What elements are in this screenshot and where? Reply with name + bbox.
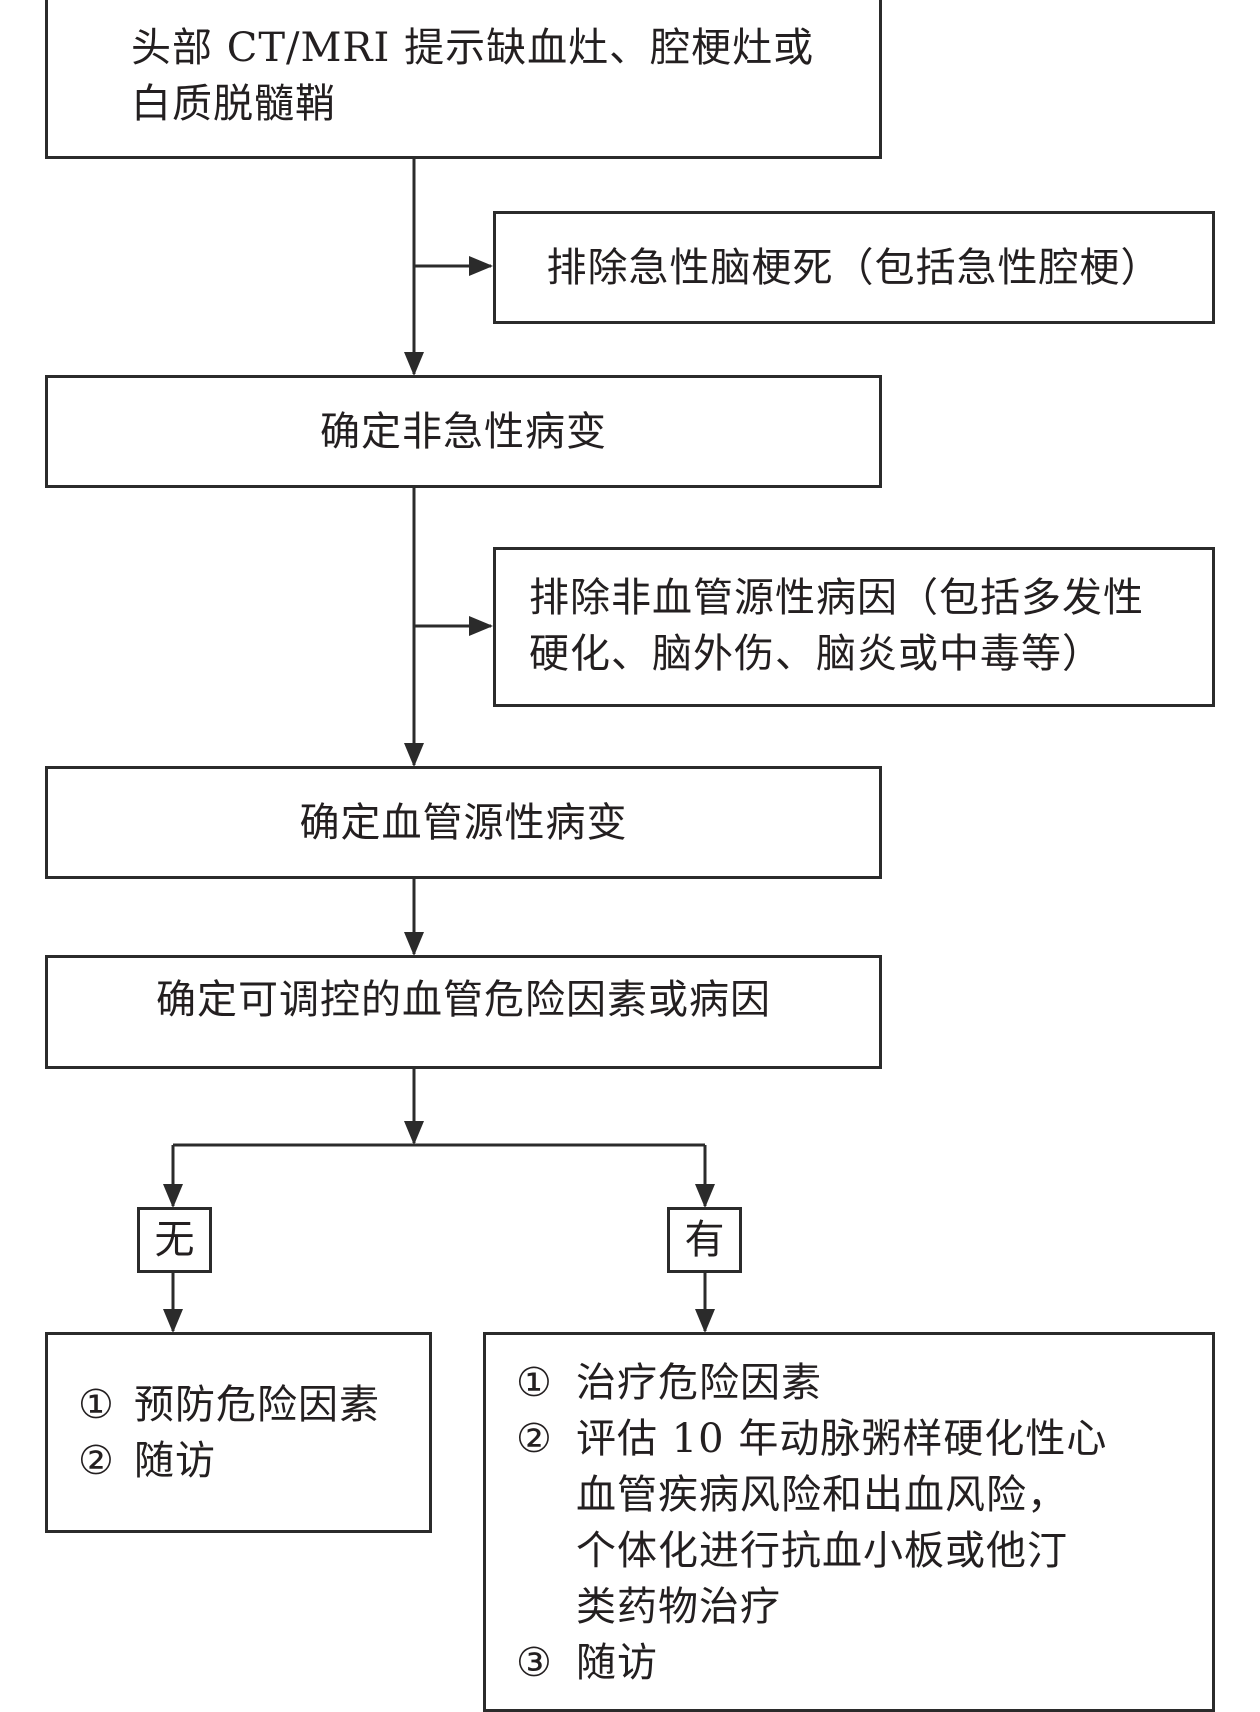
arrowhead-down <box>404 352 424 376</box>
list-number: ① <box>78 1382 115 1428</box>
node-exclude-acute-text: 排除急性脑梗死（包括急性腔梗） <box>546 245 1162 291</box>
node-yes-actions: ① 治疗危险因素 ② 评估 10 年动脉粥样硬化性心 血管疾病风险和出血风险， … <box>483 1332 1215 1712</box>
yes-action-item-1: ① 治疗危险因素 <box>516 1355 822 1411</box>
node-risk-factors: 确定可调控的血管危险因素或病因 <box>45 955 882 1069</box>
node-non-acute: 确定非急性病变 <box>45 375 882 488</box>
arrowhead-down <box>404 743 424 767</box>
node-branch-yes-text: 有 <box>684 1217 725 1263</box>
list-text: 治疗危险因素 <box>576 1360 822 1406</box>
node-no-actions: ① 预防危险因素 ② 随访 <box>45 1332 432 1533</box>
node-exclude-acute: 排除急性脑梗死（包括急性腔梗） <box>493 211 1215 324</box>
arrowhead-down <box>163 1184 183 1208</box>
arrowhead-right <box>469 616 493 636</box>
list-number: ① <box>516 1360 553 1406</box>
list-text: 随访 <box>134 1438 216 1484</box>
node-branch-no: 无 <box>137 1207 212 1273</box>
arrowhead-down <box>404 1121 424 1145</box>
node-exclude-nonvascular-line-2: 硬化、脑外伤、脑炎或中毒等） <box>529 631 1103 677</box>
node-exclude-nonvascular: 排除非血管源性病因（包括多发性 硬化、脑外伤、脑炎或中毒等） <box>493 547 1215 707</box>
list-text: 预防危险因素 <box>134 1382 380 1428</box>
no-action-item-2: ② 随访 <box>78 1433 216 1489</box>
node-start: 头部 CT/MRI 提示缺血灶、腔梗灶或 白质脱髓鞘 <box>45 0 882 159</box>
node-start-line-2: 白质脱髓鞘 <box>131 81 336 127</box>
node-risk-factors-text: 确定可调控的血管危险因素或病因 <box>156 977 771 1023</box>
arrowhead-down <box>404 932 424 956</box>
node-branch-yes: 有 <box>667 1207 742 1273</box>
node-start-line-1: 头部 CT/MRI 提示缺血灶、腔梗灶或 <box>131 25 815 71</box>
arrowhead-down <box>695 1184 715 1208</box>
list-number: ② <box>78 1438 115 1484</box>
yes-action-item-2-line-2: 血管疾病风险和出血风险， <box>576 1472 1068 1518</box>
node-vascular: 确定血管源性病变 <box>45 766 882 879</box>
yes-action-item-2-line-3: 个体化进行抗血小板或他汀 <box>576 1528 1068 1574</box>
yes-action-item-2: ② 评估 10 年动脉粥样硬化性心 <box>516 1411 1107 1467</box>
node-branch-no-text: 无 <box>154 1217 195 1263</box>
list-number: ③ <box>516 1640 553 1686</box>
node-non-acute-text: 确定非急性病变 <box>320 409 607 455</box>
node-vascular-text: 确定血管源性病变 <box>299 800 628 846</box>
no-action-item-1: ① 预防危险因素 <box>78 1377 380 1433</box>
arrowhead-down <box>163 1309 183 1333</box>
yes-action-item-2-line-4: 类药物治疗 <box>576 1584 781 1630</box>
list-text: 评估 10 年动脉粥样硬化性心 <box>576 1416 1108 1462</box>
arrowhead-right <box>469 256 493 276</box>
node-exclude-nonvascular-line-1: 排除非血管源性病因（包括多发性 <box>529 575 1144 621</box>
list-number: ② <box>516 1416 553 1462</box>
arrowhead-down <box>695 1309 715 1333</box>
list-text: 随访 <box>576 1640 658 1686</box>
yes-action-item-3: ③ 随访 <box>516 1635 658 1691</box>
